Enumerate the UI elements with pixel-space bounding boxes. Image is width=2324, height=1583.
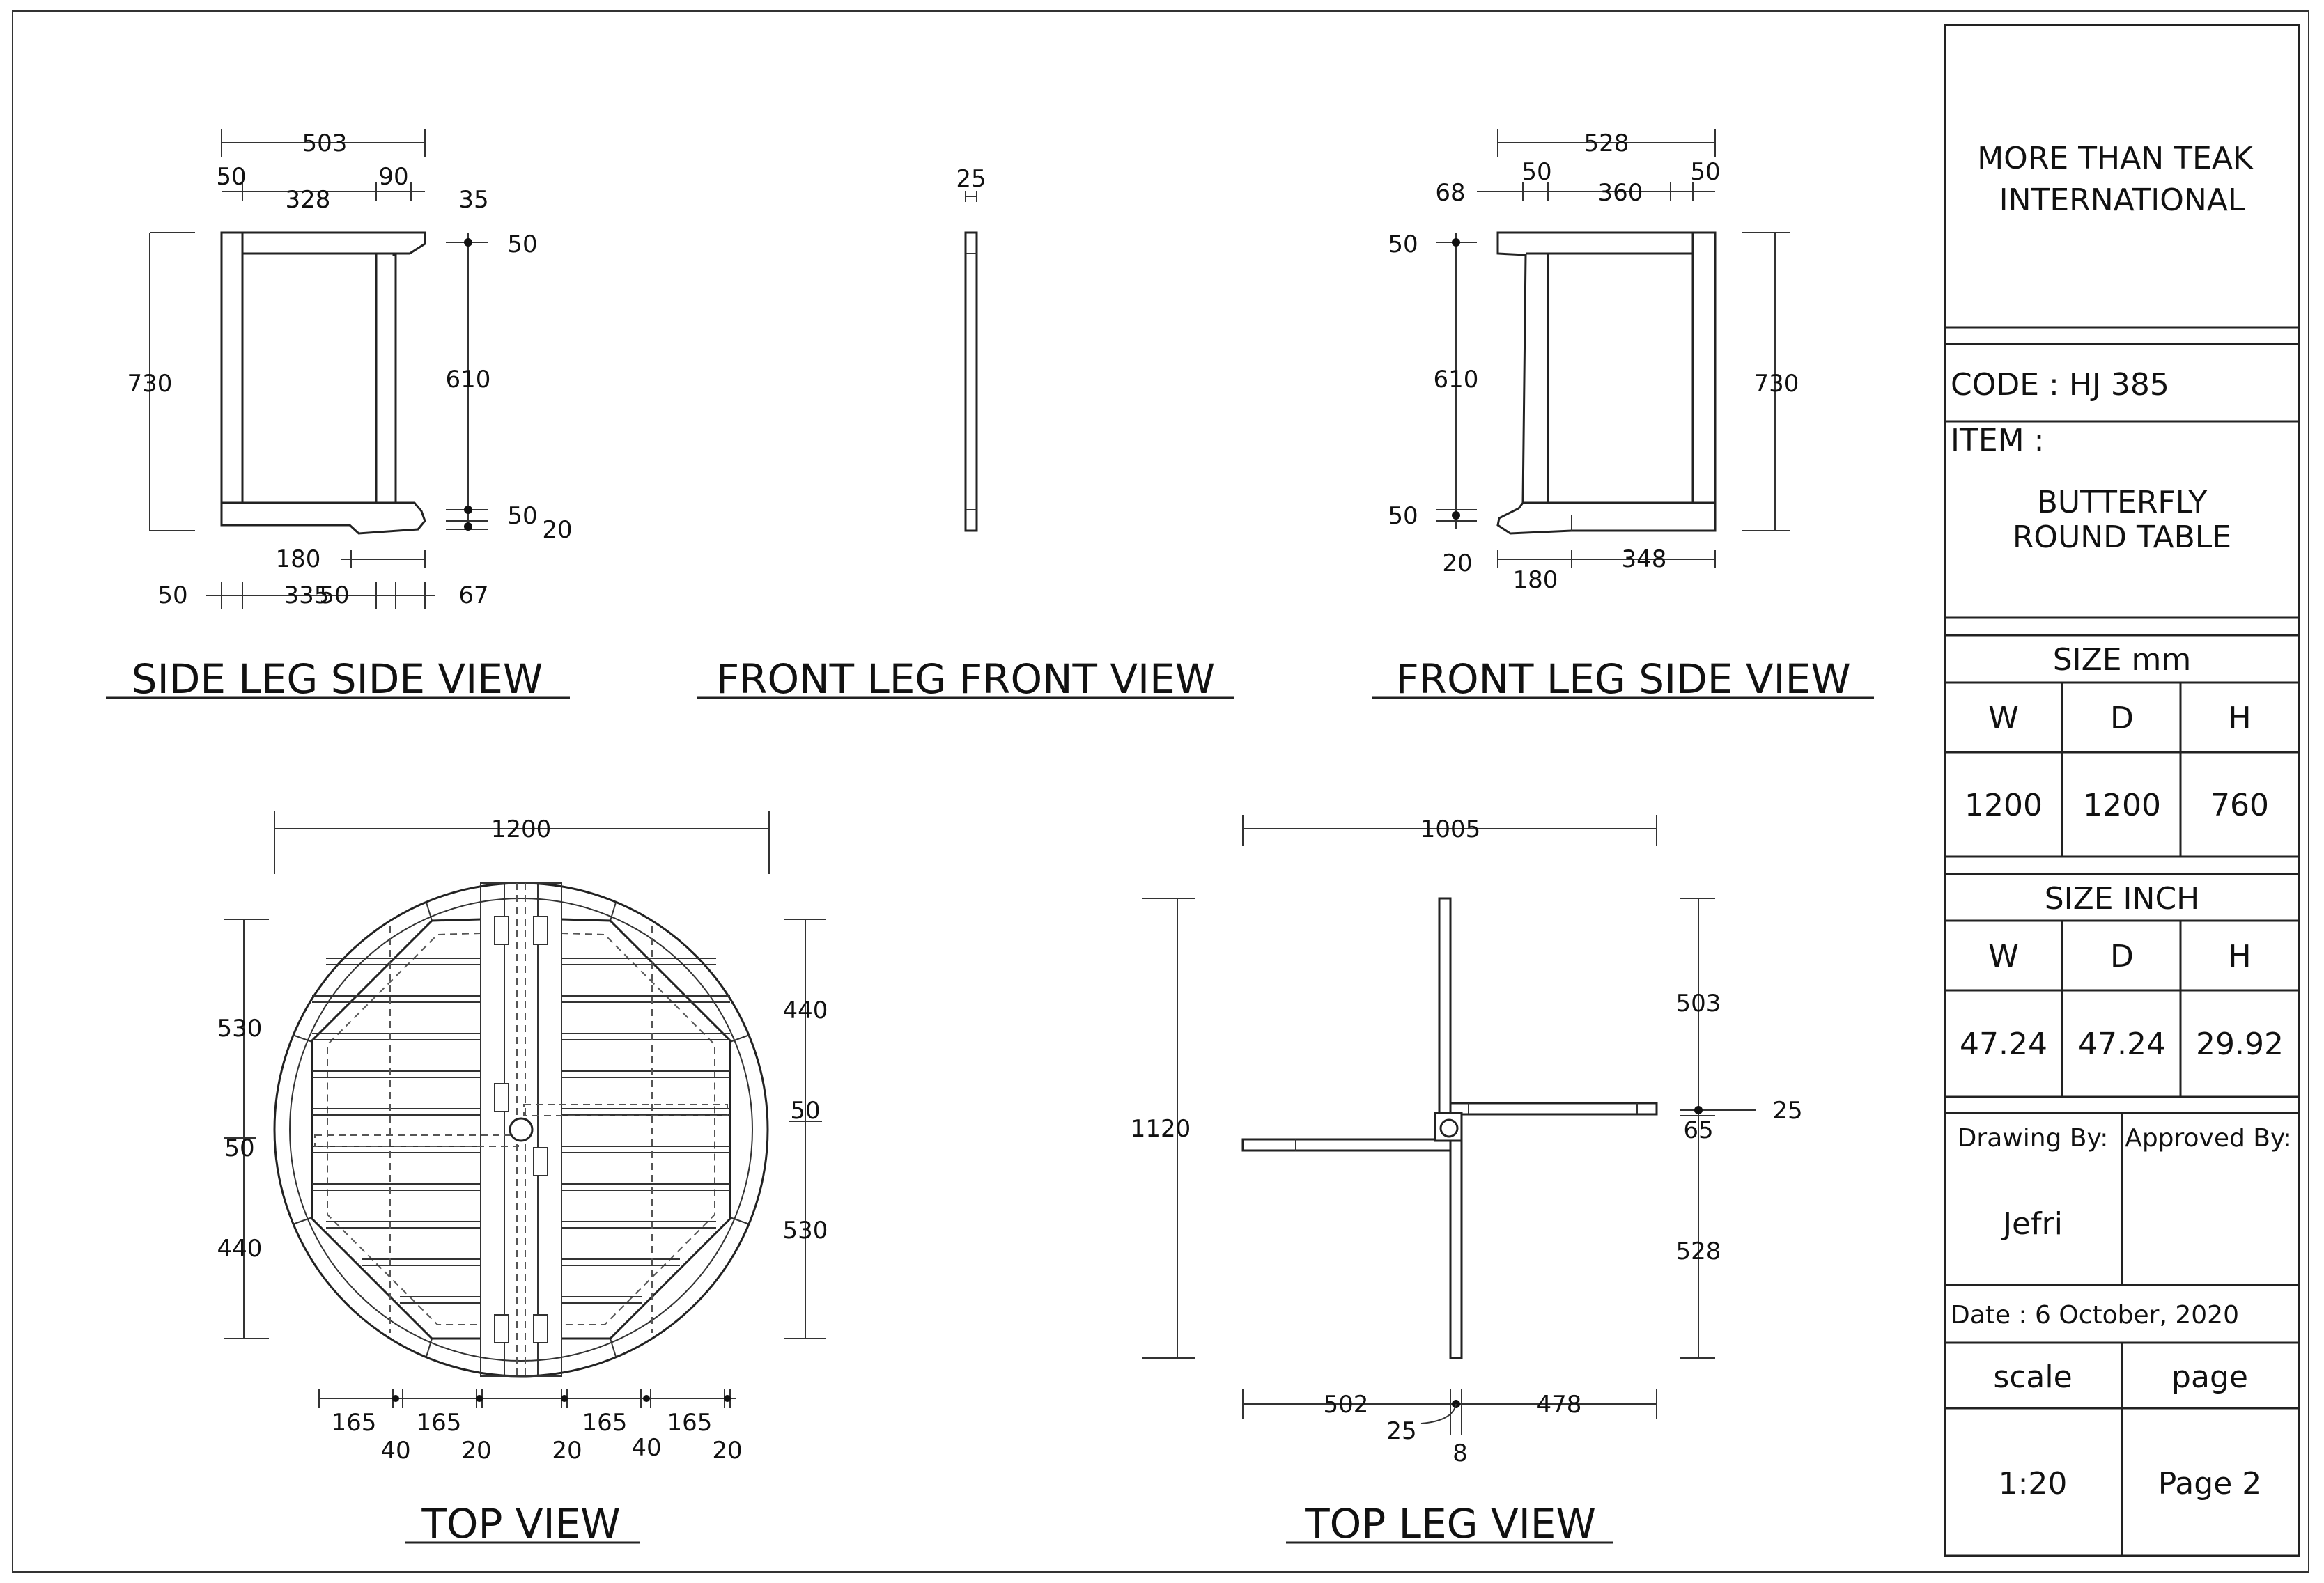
drawing-by-label: Drawing By:: [1958, 1124, 2109, 1153]
dim-65: 65: [1683, 1116, 1713, 1144]
dim-20: 20: [1442, 549, 1472, 577]
dim-528: 528: [1584, 130, 1629, 157]
dim-90: 90: [378, 163, 408, 191]
dim-165-a: 165: [332, 1409, 377, 1437]
dim-20-c: 20: [712, 1437, 742, 1465]
size-mm-heading: SIZE mm: [2053, 642, 2192, 678]
dim-440-right: 440: [783, 997, 828, 1024]
dim-1200: 1200: [491, 816, 552, 843]
view-title: FRONT LEG SIDE VIEW: [1395, 655, 1850, 703]
dim-8: 8: [1452, 1440, 1468, 1467]
dim-503: 503: [302, 130, 348, 157]
product-code: CODE : HJ 385: [1951, 367, 2169, 403]
dim-50-top: 50: [507, 231, 537, 258]
view-title: TOP LEG VIEW: [1304, 1500, 1596, 1547]
dim-502: 502: [1324, 1391, 1369, 1419]
dim-530-left: 530: [217, 1015, 263, 1043]
dim-335: 335: [284, 582, 330, 609]
dim-528: 528: [1676, 1238, 1721, 1265]
front-leg-side-view: 528 68 50 360 50 50 610 730 50 20 180 34…: [1372, 129, 1874, 703]
top-view: 1200 530 50 440 440 50 530 165 40 165 20…: [217, 811, 828, 1547]
company-name-line-2: INTERNATIONAL: [1999, 182, 2245, 218]
size-mm-depth: 1200: [2083, 788, 2161, 823]
drawing-date: Date : 6 October, 2020: [1951, 1301, 2239, 1329]
page-label: page: [2171, 1359, 2248, 1395]
dim-20-a: 20: [461, 1437, 491, 1465]
dim-180: 180: [276, 545, 321, 573]
scale-label: scale: [1993, 1359, 2072, 1395]
dim-40-a: 40: [380, 1437, 410, 1465]
dim-50-left: 50: [224, 1134, 254, 1162]
dim-50-left: 50: [1521, 158, 1551, 186]
dim-165-d: 165: [667, 1409, 713, 1437]
page-value: Page 2: [2158, 1466, 2262, 1502]
dim-360: 360: [1598, 179, 1643, 207]
side-leg-side-view: 503 50 328 90 35 730 50 610 50 20 180 50…: [106, 129, 573, 703]
dim-165-b: 165: [417, 1409, 462, 1437]
size-mm-height: 760: [2210, 788, 2269, 823]
dim-40-b: 40: [631, 1434, 661, 1462]
view-title: SIDE LEG SIDE VIEW: [132, 655, 543, 703]
dim-478: 478: [1537, 1391, 1582, 1419]
size-mm-width: 1200: [1965, 788, 2043, 823]
scale-value: 1:20: [1999, 1466, 2068, 1502]
size-mm-header-h: H: [2228, 701, 2251, 736]
dim-50-left: 50: [157, 582, 187, 609]
dim-1005: 1005: [1420, 816, 1481, 843]
size-inch-heading: SIZE INCH: [2045, 881, 2200, 917]
size-mm-header-w: W: [1988, 701, 2019, 736]
dim-1120: 1120: [1131, 1115, 1191, 1143]
dim-530-right: 530: [783, 1217, 828, 1245]
dim-68: 68: [1435, 179, 1465, 207]
front-leg-front-view: 25 FRONT LEG FRONT VIEW: [697, 165, 1234, 703]
size-inch-depth: 47.24: [2078, 1027, 2166, 1062]
item-name-line-1: BUTTERFLY: [2037, 485, 2208, 520]
top-leg-view: 1005 1120 503 25 65 528 502 478 25 8 TOP…: [1131, 815, 1803, 1547]
dim-730: 730: [1754, 370, 1799, 398]
title-block: MORE THAN TEAK INTERNATIONAL CODE : HJ 3…: [1944, 24, 2300, 1557]
item-label: ITEM :: [1951, 423, 2044, 458]
view-title: TOP VIEW: [421, 1500, 620, 1547]
dim-50-right: 50: [790, 1097, 820, 1125]
dim-180: 180: [1513, 566, 1558, 594]
size-inch-height: 29.92: [2196, 1027, 2284, 1062]
dim-50-bottom: 50: [507, 502, 537, 530]
size-inch-header-d: D: [2110, 939, 2134, 974]
dim-20: 20: [542, 516, 572, 544]
dim-20-b: 20: [552, 1437, 582, 1465]
drawing-by-name: Jefri: [2001, 1206, 2063, 1242]
size-mm-header-d: D: [2110, 701, 2134, 736]
dim-25-bottom: 25: [1386, 1417, 1416, 1445]
size-inch-width: 47.24: [1960, 1027, 2047, 1062]
dim-25: 25: [956, 165, 986, 193]
dim-25-right: 25: [1772, 1097, 1802, 1125]
item-name-line-2: ROUND TABLE: [2013, 520, 2231, 555]
dim-50-right: 50: [1690, 158, 1720, 186]
dim-50-mid: 50: [319, 582, 349, 609]
view-title: FRONT LEG FRONT VIEW: [716, 655, 1215, 703]
sheet-border: [12, 10, 2309, 1573]
dim-440-left: 440: [217, 1235, 263, 1263]
dim-348: 348: [1622, 545, 1667, 573]
dim-50-top: 50: [1388, 231, 1418, 258]
dim-328: 328: [286, 186, 331, 214]
company-name-line-1: MORE THAN TEAK: [1977, 141, 2254, 176]
dim-610: 610: [1434, 366, 1479, 393]
size-inch-header-w: W: [1988, 939, 2019, 974]
dim-165-c: 165: [582, 1409, 628, 1437]
dim-610: 610: [446, 366, 491, 393]
dim-50: 50: [216, 163, 246, 191]
dim-67: 67: [458, 582, 488, 609]
approved-by-label: Approved By:: [2125, 1124, 2292, 1153]
size-inch-header-h: H: [2228, 939, 2251, 974]
dim-50-bottom: 50: [1388, 502, 1418, 530]
dim-730: 730: [127, 370, 173, 398]
dim-35: 35: [458, 186, 488, 214]
dim-503: 503: [1676, 990, 1721, 1017]
